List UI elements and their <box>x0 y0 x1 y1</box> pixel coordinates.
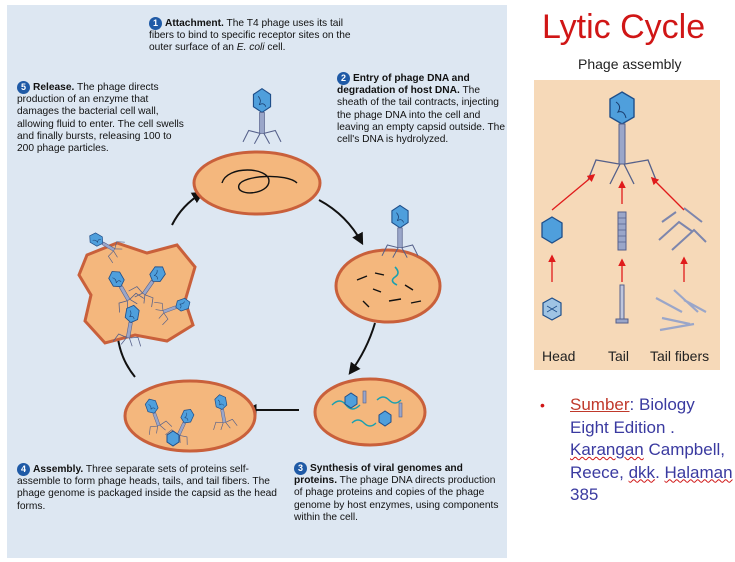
step-body: The sheath of the tail contracts, inject… <box>337 85 506 146</box>
citation-author-word: Karangan <box>570 440 644 459</box>
step-body-italic: E. coli <box>236 42 265 54</box>
cell-synthesis <box>313 377 427 447</box>
step-heading: Attachment. <box>165 18 224 29</box>
cell-attachment <box>192 88 322 216</box>
step-number-badge: 5 <box>17 81 30 94</box>
step-heading: Entry of phage DNA and degradation of ho… <box>337 73 470 97</box>
citation-page-number: 385 <box>570 485 599 504</box>
cell-dna-entry <box>334 204 442 324</box>
citation-dkk: dkk <box>628 462 656 482</box>
assembly-arrows <box>548 174 688 282</box>
phage-assembly-diagram: Head Tail Tail fibers <box>534 80 720 370</box>
step-heading: Synthesis of viral genomes and proteins. <box>294 463 463 487</box>
step-body: The phage DNA directs production of phag… <box>294 475 499 523</box>
cell-release <box>77 225 197 349</box>
label-head: Head <box>542 348 576 364</box>
citation-dot: . <box>655 462 665 482</box>
step-number-badge: 2 <box>337 72 350 85</box>
slide-title: Lytic Cycle <box>542 8 706 46</box>
step-body-end: cell. <box>264 42 286 54</box>
citation-text: Sumber: Biology Eight Edition . Karangan… <box>570 394 735 507</box>
tail-fiber-components <box>655 207 707 332</box>
step-number-badge: 3 <box>294 462 307 475</box>
phage-assembly-heading: Phage assembly <box>578 56 682 72</box>
step-heading: Assembly. <box>33 464 84 475</box>
step-body: The T4 phage uses its tail fibers to bin… <box>149 18 351 54</box>
citation-page-word: Halaman <box>664 462 733 482</box>
head-components <box>541 216 563 321</box>
assembled-phage <box>587 91 657 185</box>
label-tail: Tail <box>608 348 630 364</box>
citation-label: Sumber <box>570 395 630 414</box>
citation-source: : Biology Eight Edition . <box>570 395 695 437</box>
step-number-badge: 1 <box>149 17 162 30</box>
label-tail-fibers: Tail fibers <box>650 348 710 364</box>
phage-assembly-illustration <box>541 91 707 332</box>
step-body: Three separate sets of proteins self-ass… <box>17 464 277 512</box>
step-number-badge: 4 <box>17 463 30 476</box>
tail-components <box>615 211 629 324</box>
cycle-illustration <box>77 88 442 453</box>
bullet-point: • <box>540 397 545 413</box>
citation-authors: Campbell, Reece, <box>570 440 725 482</box>
cell-assembly <box>123 379 257 453</box>
step-heading: Release. <box>33 82 75 93</box>
step-body: The phage directs production of an enzym… <box>17 82 184 155</box>
